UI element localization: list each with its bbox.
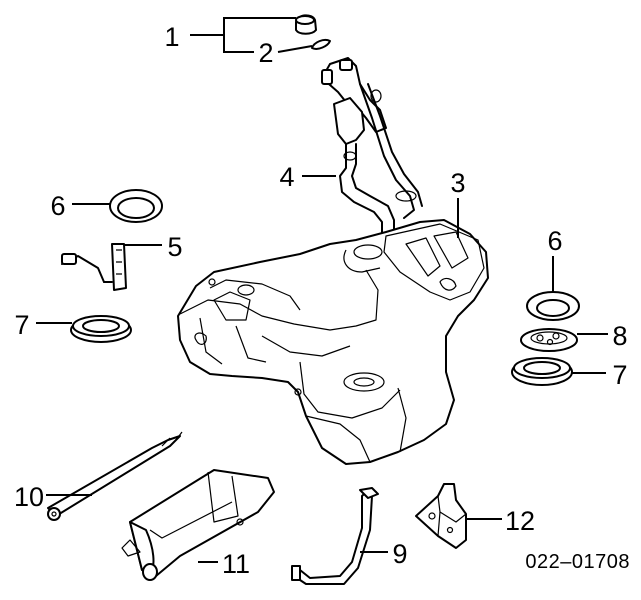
support-strap-part: [291, 487, 379, 585]
callout-9: 9: [392, 539, 407, 569]
callout-8: 8: [612, 321, 627, 351]
gasket-ring-left-part: [109, 189, 163, 223]
callout-6-left: 6: [50, 191, 65, 221]
heat-shield-part: [121, 469, 275, 581]
fuel-tank-part: [177, 219, 489, 465]
callout-7-right: 7: [612, 360, 627, 390]
seal-ring-right-part: [511, 357, 573, 386]
seal-ring-part: [311, 38, 331, 50]
callout-3: 3: [450, 168, 465, 198]
callout-11: 11: [222, 549, 250, 579]
callout-2: 2: [258, 38, 273, 68]
leader-lines: [36, 17, 608, 563]
callout-4: 4: [279, 162, 294, 192]
diagram-code: 022–01708: [525, 551, 630, 573]
callout-1: 1: [164, 22, 179, 52]
cover-plate-part: [520, 328, 578, 352]
callout-10: 10: [14, 482, 44, 512]
callout-5: 5: [167, 232, 182, 262]
callout-7-left: 7: [14, 310, 29, 340]
callout-12: 12: [505, 506, 535, 536]
filler-cap-part: [295, 14, 317, 35]
level-sensor-part: [61, 243, 127, 291]
bracket-part: [415, 483, 467, 549]
seal-ring-left-part: [70, 315, 132, 343]
gasket-ring-right-part: [526, 291, 580, 321]
callout-6-right: 6: [547, 226, 562, 256]
